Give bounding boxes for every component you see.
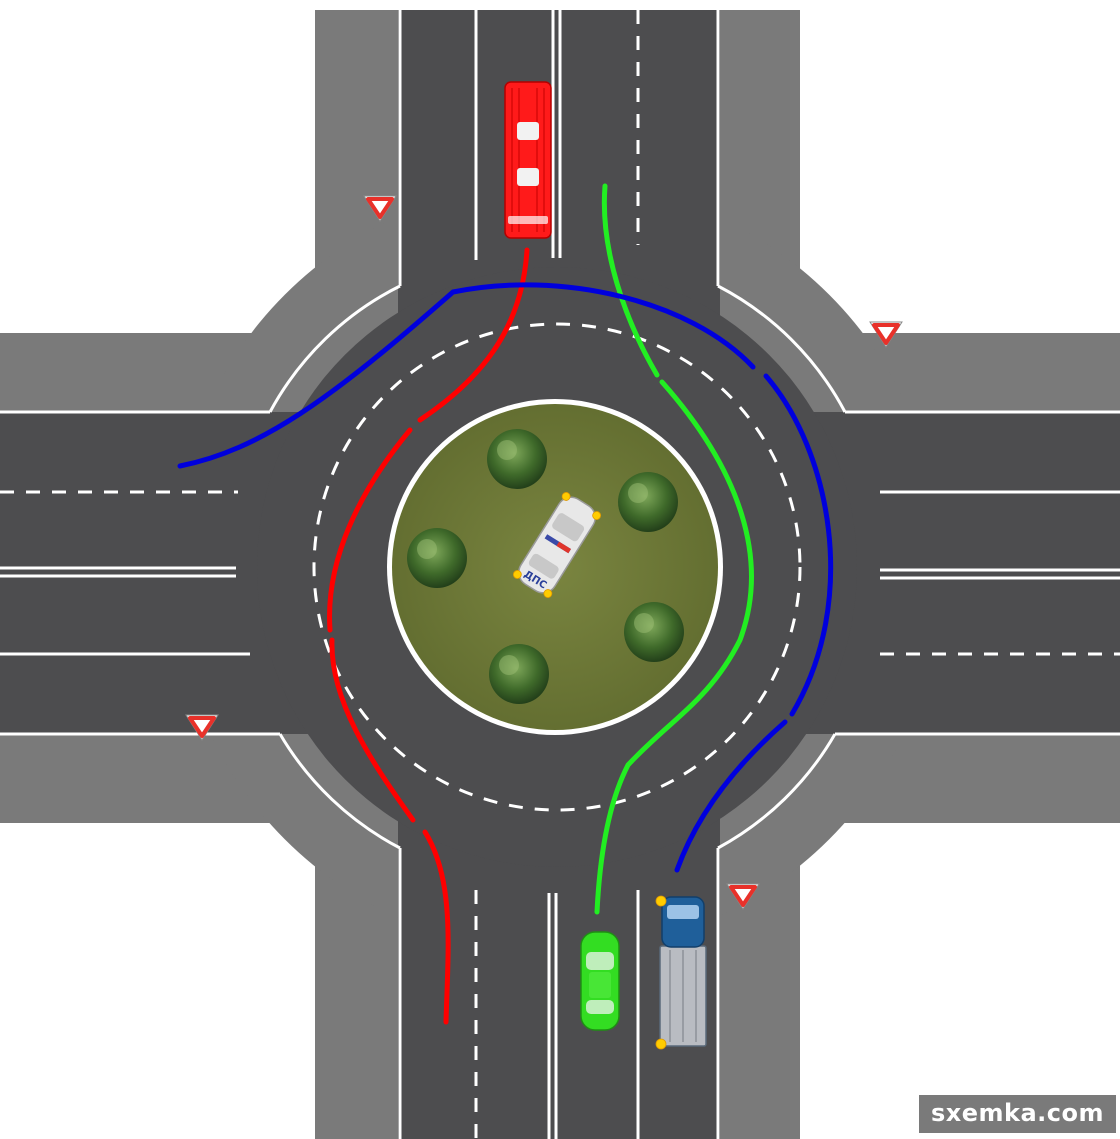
tree-icon — [618, 472, 678, 532]
bus — [504, 81, 552, 239]
trees — [407, 429, 684, 704]
ring-lane-divider — [312, 322, 802, 812]
lane-markings — [0, 10, 1120, 1139]
green-car — [580, 931, 620, 1031]
tree-icon — [407, 528, 467, 588]
yield-sign — [363, 195, 397, 222]
watermark: sxemka.com — [918, 1095, 1116, 1133]
red-path — [327, 247, 530, 1025]
blue-path — [177, 282, 834, 873]
tree-icon — [624, 602, 684, 662]
tree-icon — [489, 644, 549, 704]
yield-sign — [185, 714, 219, 741]
tree-icon — [487, 429, 547, 489]
green-path — [594, 183, 754, 915]
police-car: ДПС — [512, 492, 602, 598]
road-edges — [0, 10, 1120, 1139]
yield-sign — [869, 321, 903, 348]
yield-sign — [726, 883, 760, 910]
truck — [655, 895, 707, 1050]
